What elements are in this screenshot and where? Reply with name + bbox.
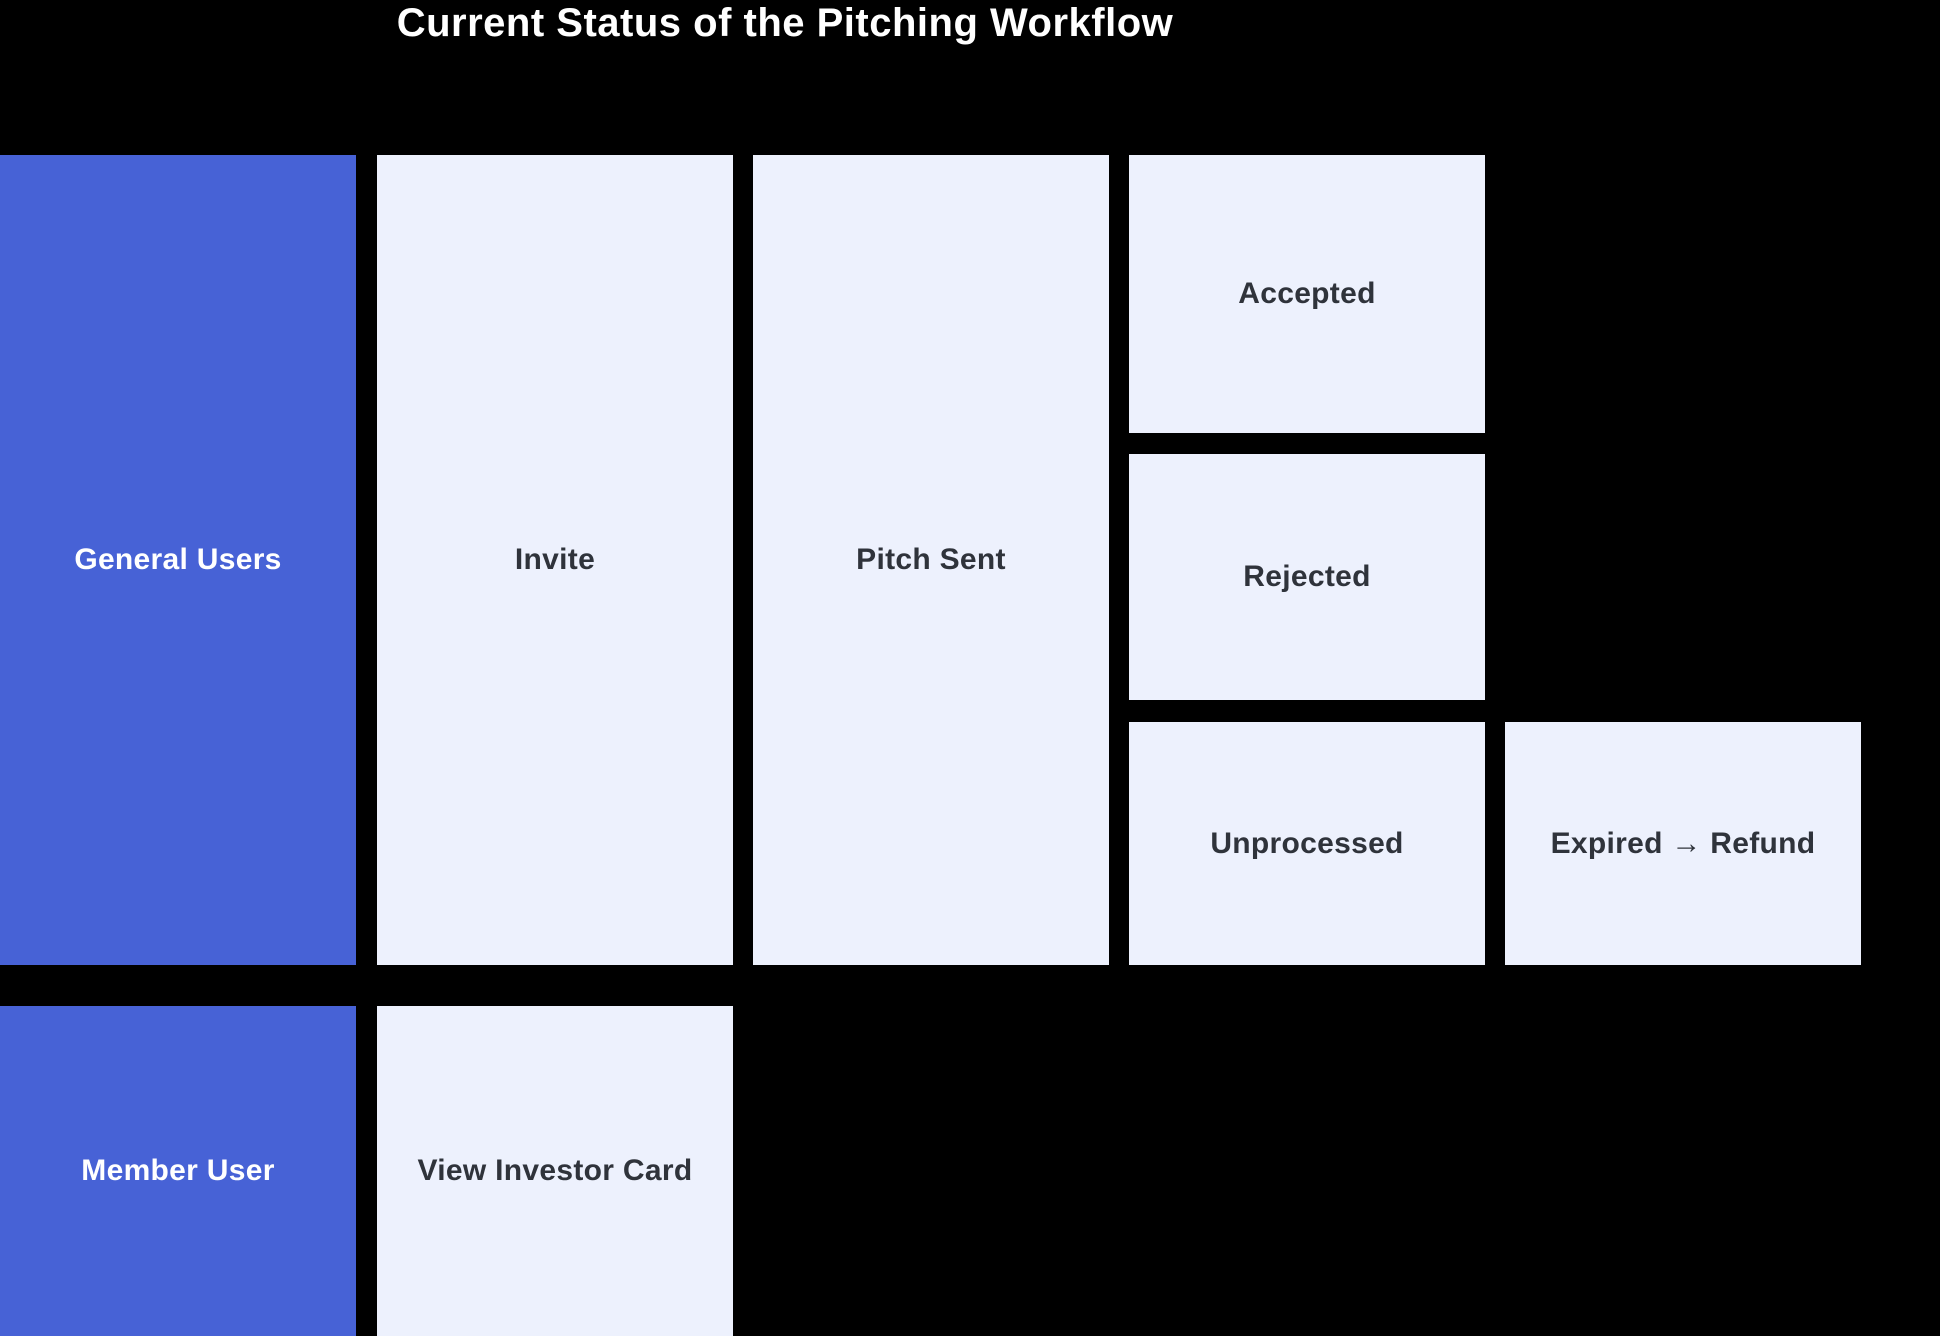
node-accepted: Accepted — [1129, 155, 1485, 433]
diagram-title: Current Status of the Pitching Workflow — [396, 1, 1174, 45]
node-view-investor-card: View Investor Card — [377, 1006, 733, 1336]
node-invite: Invite — [377, 155, 733, 965]
node-member-user: Member User — [0, 1006, 356, 1336]
node-general-users: General Users — [0, 155, 356, 965]
node-unprocessed: Unprocessed — [1129, 722, 1485, 965]
node-expired-refund: Expired → Refund — [1505, 722, 1861, 965]
node-pitch-sent: Pitch Sent — [753, 155, 1109, 965]
node-rejected: Rejected — [1129, 454, 1485, 700]
